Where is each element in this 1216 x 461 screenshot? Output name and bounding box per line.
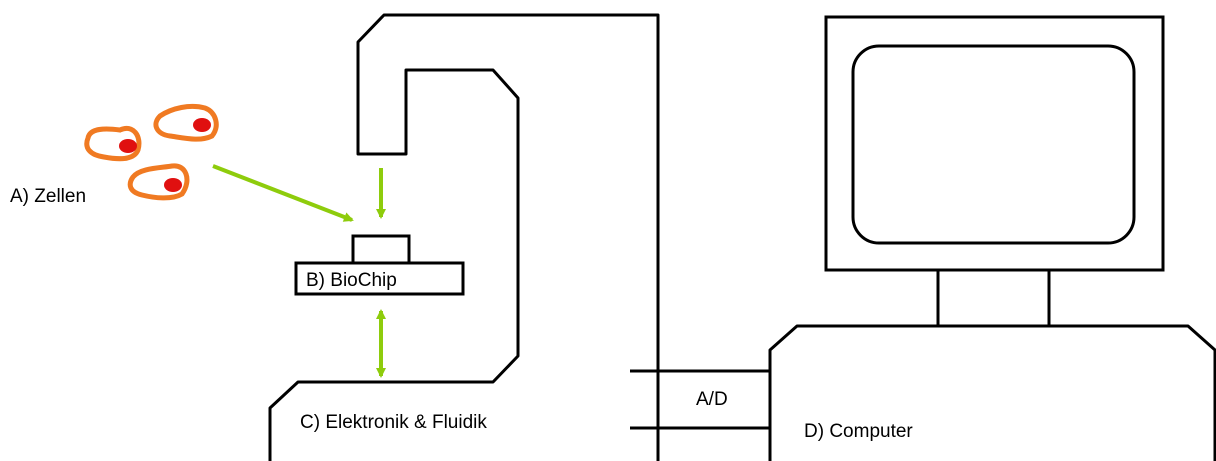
biochip-top bbox=[351, 234, 411, 265]
cells-label: A) Zellen bbox=[10, 186, 86, 207]
cell-to-chip-arrow bbox=[212, 164, 354, 222]
cell bbox=[84, 126, 142, 162]
cell-nucleus bbox=[193, 118, 211, 132]
cell bbox=[127, 163, 190, 201]
monitor-screen bbox=[851, 44, 1136, 245]
computer-label: D) Computer bbox=[804, 421, 913, 442]
cell-nucleus bbox=[164, 178, 182, 192]
electronics-label: C) Elektronik & Fluidik bbox=[300, 412, 487, 433]
biochip-label: B) BioChip bbox=[306, 270, 397, 291]
cell-nucleus bbox=[119, 139, 137, 153]
electronics-housing bbox=[268, 13, 660, 461]
computer-base bbox=[768, 324, 1216, 461]
cell bbox=[153, 103, 219, 142]
biochip-body bbox=[294, 261, 465, 296]
ad-converter-label: A/D bbox=[696, 389, 728, 410]
